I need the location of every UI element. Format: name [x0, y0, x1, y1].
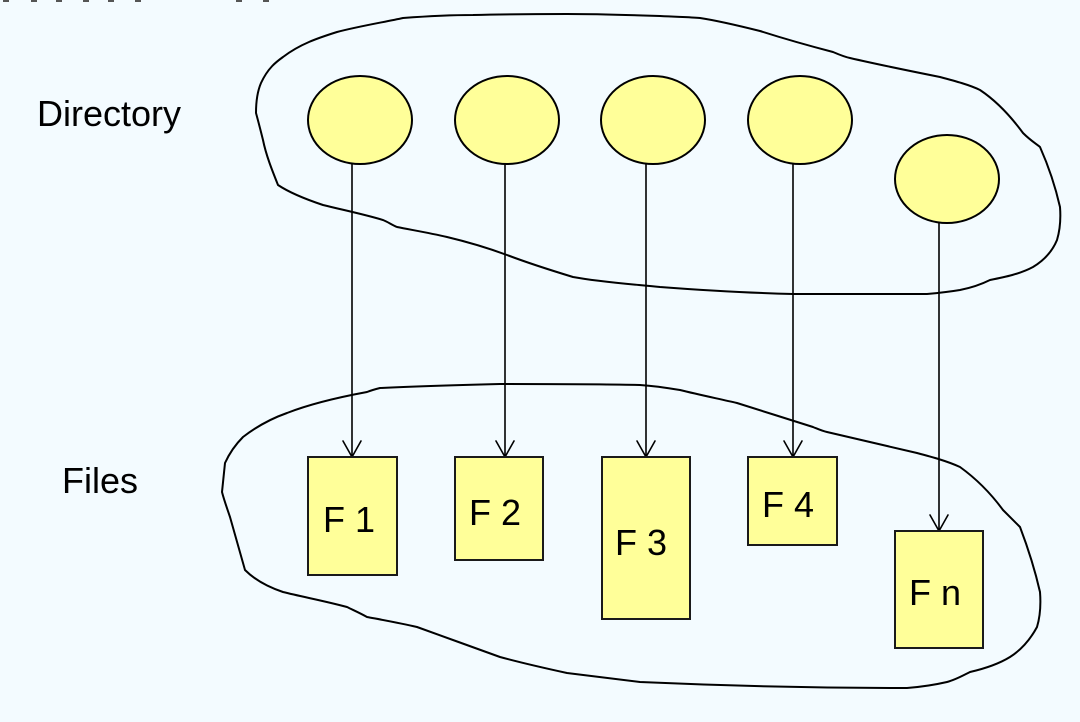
files-boundary — [221, 383, 1042, 689]
directory-entry-node — [600, 75, 706, 165]
file-label: F 4 — [762, 484, 814, 525]
file-label: F 1 — [323, 499, 375, 540]
file-label: F n — [909, 572, 961, 613]
cropped-title-fragment — [3, 0, 269, 2]
file-label: F 2 — [469, 492, 521, 533]
file-box — [747, 456, 838, 546]
file-fn: F n — [894, 530, 984, 649]
file-label: F 3 — [615, 522, 667, 563]
file-box — [307, 456, 398, 576]
file-f4: F 4 — [747, 456, 838, 546]
file-box — [894, 530, 984, 649]
file-f3: F 3 — [601, 456, 691, 620]
file-box — [454, 456, 544, 561]
directory-entry-node — [747, 75, 853, 165]
files-label: Files — [62, 460, 138, 501]
directory-entry-node — [894, 134, 1000, 224]
directory-entry-node — [454, 75, 560, 165]
directory-boundary — [255, 13, 1062, 296]
file-f2: F 2 — [454, 456, 544, 561]
file-f1: F 1 — [307, 456, 398, 576]
directory-label: Directory — [37, 93, 181, 134]
directory-entry-node — [307, 75, 413, 165]
file-box — [601, 456, 691, 620]
